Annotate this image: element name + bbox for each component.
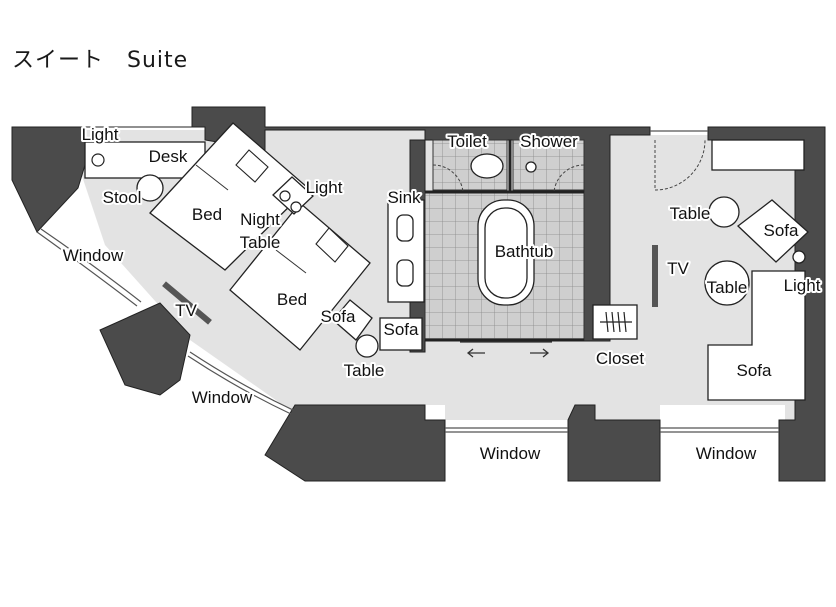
label-table-r2: Table [707,278,748,297]
cabinet [711,139,805,171]
sofa-corner [707,270,806,401]
light-mid-fixture [279,190,291,202]
label-light-right: Light [784,276,821,295]
label-sofa-r2: Sofa [737,361,773,380]
table-round-2 [704,260,750,306]
label-closet: Closet [596,349,644,368]
sofa-small-1 [332,299,373,341]
light-top-fixture [91,153,105,167]
label-window-left: Window [63,246,124,265]
desk [84,141,206,179]
stool [136,174,164,202]
label-night-table: Table [240,233,281,252]
pillow-2 [315,227,349,263]
sliding-door-arrows [460,341,552,358]
label-sofa-small-2: Sofa [384,320,420,339]
tv-right [652,245,658,307]
label-shower: Shower [520,132,578,151]
label-tv-right: TV [667,259,689,278]
sink-basin-2 [396,259,414,287]
closet-hangers [600,311,632,333]
label-bathtub: Bathtub [495,242,554,261]
tv-left [162,281,212,325]
label-window-bottom-mid: Window [480,444,541,463]
table-round-1 [708,196,740,228]
light-right-fixture [792,250,806,264]
wall-left-column [99,302,191,396]
bath-door-swings [432,139,706,193]
light-mid-fixture-2 [290,201,302,213]
shower-room-floor [512,139,585,191]
bathtub-inner [484,207,528,299]
table-small [355,334,379,358]
window-lines [36,130,779,433]
label-night: Night [240,210,280,229]
label-sofa-small-1: Sofa [321,307,357,326]
label-light-top: Light [82,125,119,144]
nightstand [272,176,314,215]
label-desk: Desk [149,147,188,166]
label-toilet: Toilet [447,132,487,151]
wall-bottom-left [264,404,446,482]
sofa-armchair [736,199,809,263]
label-light-mid: Light [306,178,343,197]
pillow-1 [235,149,269,183]
sink-basin-1 [396,214,414,242]
label-stool: Stool [103,188,142,207]
label-sofa-r1: Sofa [764,221,800,240]
label-bed-1: Bed [192,205,222,224]
label-window-bottom-left: Window [192,388,253,407]
shower-drain [525,161,537,173]
label-table-mid: Table [344,361,385,380]
bed-fold-lines [195,164,307,274]
label-tv-left: TV [175,301,197,320]
label-window-bottom-right: Window [696,444,757,463]
label-bed-2: Bed [277,290,307,309]
bed-1 [149,122,309,271]
label-sink: Sink [387,188,421,207]
label-table-r1: Table [670,204,711,223]
wall-bottom-mid [567,404,661,482]
toilet [470,153,504,179]
page-title: スイート Suite [12,48,189,73]
sofa-small-2 [379,317,423,351]
